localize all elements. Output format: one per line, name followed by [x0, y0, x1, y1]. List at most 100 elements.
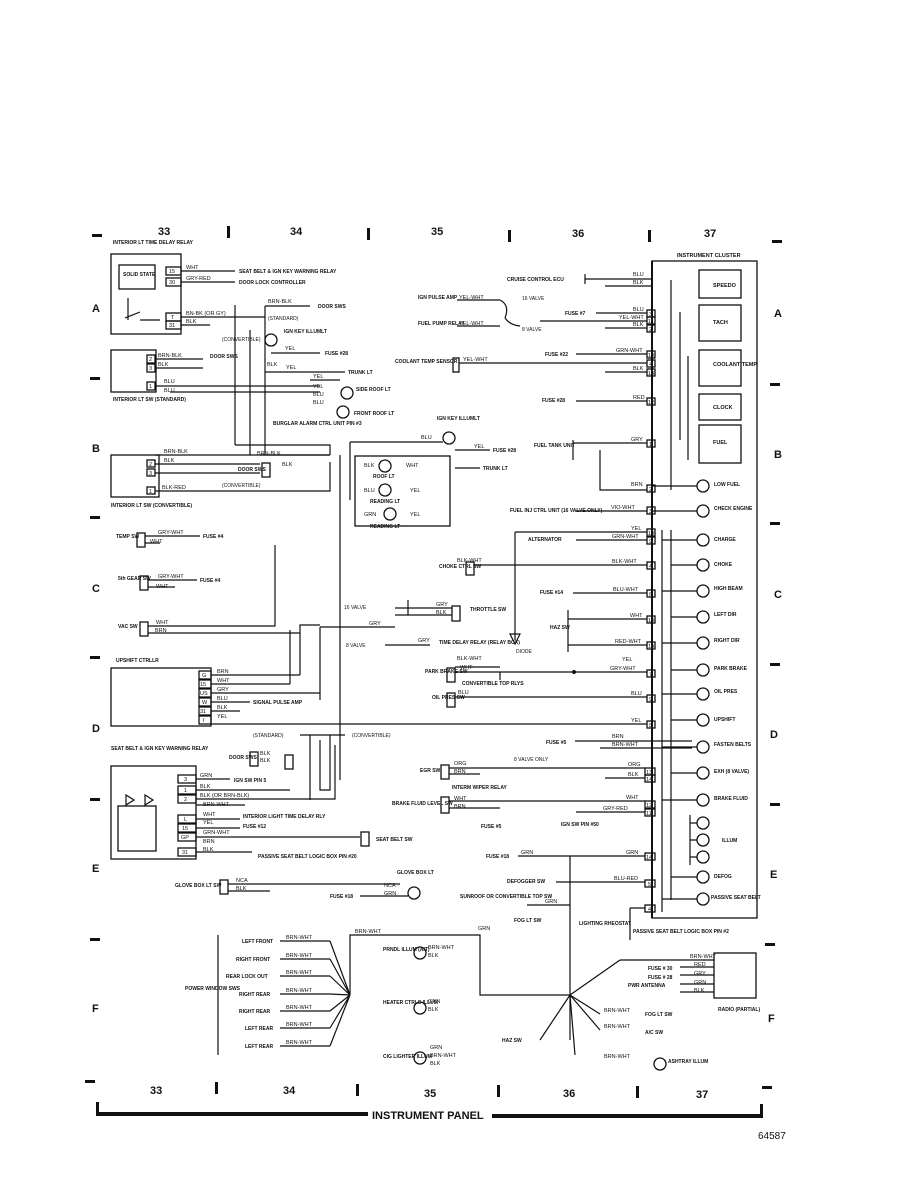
pin: 9 [649, 539, 652, 545]
col-label-bottom: 33 [150, 1085, 162, 1097]
lamp-icon [696, 833, 710, 847]
row-label-right: D [770, 729, 778, 741]
wire-label: BRN-WHT [286, 953, 313, 959]
pin: 31 [200, 709, 206, 715]
cruise-control-ecu: CRUISE CONTROL ECU [507, 277, 564, 283]
pin: G [202, 673, 206, 679]
wire-label: BRN-WHT [286, 988, 313, 994]
wire-label: YEL-WHT [459, 295, 484, 301]
wire-label: GRN [521, 850, 533, 856]
wire-label: WHT [454, 796, 467, 802]
lamp-icon [696, 713, 710, 727]
pw-right-rear-1: RIGHT REAR [239, 992, 271, 998]
col-label-top: 33 [158, 226, 170, 238]
wire-label: BLU [217, 696, 228, 702]
wire-label: BLU [633, 272, 644, 278]
ashtray-illum: ASHTRAY ILLUM [668, 1059, 708, 1065]
lamp-icon [696, 663, 710, 677]
pin: 9 [649, 697, 652, 703]
ign-key-illum-2: IGN KEY ILLUMLT [437, 416, 480, 422]
lighting-rheostat: LIGHTING RHEOSTAT [579, 921, 631, 927]
lamp-icon [413, 1051, 427, 1065]
cluster-passive-seat-belt: PASSIVE SEAT BELT [711, 895, 761, 901]
ign-sw-pin50: IGN SW PIN #50 [561, 822, 599, 828]
pin: 15 [169, 269, 175, 275]
side-roof-lamp-icon [340, 386, 354, 400]
trunk-lt: TRUNK LT [348, 370, 373, 376]
wire-label: BLK [364, 463, 375, 469]
lamp-icon [413, 1001, 427, 1015]
wire-label: GRN-WHT [616, 348, 643, 354]
pin: 14 [648, 371, 654, 377]
note-8-valve-only: 8 VALVE ONLY [514, 757, 549, 763]
wire-label: YEL [203, 820, 213, 826]
col-label-bottom: 37 [696, 1089, 708, 1101]
wire-label: YEL-WHT [463, 357, 488, 363]
pw-right-rear-2: RIGHT REAR [239, 1009, 271, 1015]
fuse-28: FUSE #28 [325, 351, 348, 357]
cluster-high-beam: HIGH BEAM [714, 586, 743, 592]
pin: 14 [648, 644, 654, 650]
wire-label: GRN [478, 926, 490, 932]
fuse-28-b: FUSE #28 [493, 448, 516, 454]
door-sws-4: DOOR SWS [229, 755, 257, 761]
pin: 13 [646, 770, 652, 776]
wire-label: BLU [631, 691, 642, 697]
interior-light-time-delay-rly: INTERIOR LIGHT TIME DELAY RLY [243, 814, 326, 820]
interior-lt-sw-standard-label: INTERIOR LT SW (STANDARD) [113, 397, 186, 403]
wire-label: YEL [313, 384, 323, 390]
pin: 30 [169, 280, 175, 286]
pin: 11 [646, 811, 652, 817]
fuel-tank-unit: FUEL TANK UNIT [534, 443, 575, 449]
small-switches: TEMP SW GRY-WHT WHT FUSE #4 5th GEAR SW … [116, 530, 300, 637]
pin: 8 [649, 723, 652, 729]
col-label-top: 35 [431, 226, 443, 238]
pin: 3 [149, 366, 152, 372]
wire-label: BRN-WHT [604, 1024, 631, 1030]
note-convertible-2: (CONVERTIBLE) [222, 483, 261, 489]
wire-label: BLU [364, 488, 375, 494]
lamp-icon [413, 946, 427, 960]
wire-label: GRN [200, 773, 212, 779]
cluster-park-brake: PARK BRAKE [714, 666, 748, 672]
wire-label: GRN-WHT [612, 534, 639, 540]
cluster-tach: TACH [713, 320, 728, 326]
reading-lamp-icon [378, 483, 392, 497]
wire-label: BRN [203, 839, 215, 845]
note-8-valve: 8 VALVE [522, 327, 542, 333]
lamp-icon [696, 687, 710, 701]
sensor-icon [452, 357, 460, 373]
speedo-box [698, 269, 742, 299]
wire-label: YEL [631, 526, 641, 532]
clock-box [698, 393, 742, 421]
wire-label: GRY [418, 638, 430, 644]
wire-label: BLU-WHT [613, 587, 639, 593]
row-label-left: F [92, 1003, 99, 1015]
pin: 4 [649, 564, 652, 570]
pin: 11 [648, 319, 654, 325]
wire-label: BN-BK (OR GY) [186, 311, 226, 317]
seat-belt-relay: SEAT BELT & IGN KEY WARNING RELAY [111, 746, 209, 752]
wire-label: WHT [630, 613, 643, 619]
coolant-box [698, 349, 742, 387]
wire-label: YEL [631, 718, 641, 724]
fuse-18b: FUSE #18 [486, 854, 509, 860]
wire-label: NCA [384, 883, 396, 889]
wire-label: YEL-WHT [619, 315, 644, 321]
lamp-icon [696, 610, 710, 624]
lower-illumination: GRN PRNDL ILLUM (A/T) BRN-WHT BLK HEATER… [383, 926, 708, 1071]
ashtray-lamp-icon [653, 1057, 667, 1071]
lamp-icon [696, 479, 710, 493]
wire-label: BLK [428, 953, 439, 959]
cluster-title: INSTRUMENT CLUSTER [677, 253, 741, 259]
wire-label: BLK [217, 705, 228, 711]
pin: GP [181, 835, 189, 841]
note-standard: (STANDARD) [268, 316, 299, 322]
interior-lt-sw-standard: 2 3 1 BRN-BLK BLK BLU BLU DOOR SWS INTER… [110, 349, 394, 419]
wire-label: BLU [421, 435, 432, 441]
row-label-left: C [92, 583, 100, 595]
pin: 15 [182, 826, 188, 832]
wire-label: NCA [236, 878, 248, 884]
cluster-check-engine: CHECK ENGINE [714, 506, 753, 512]
passive-seat-belt-pin2: PASSIVE SEAT BELT LOGIC BOX PIN #2 [633, 929, 729, 935]
